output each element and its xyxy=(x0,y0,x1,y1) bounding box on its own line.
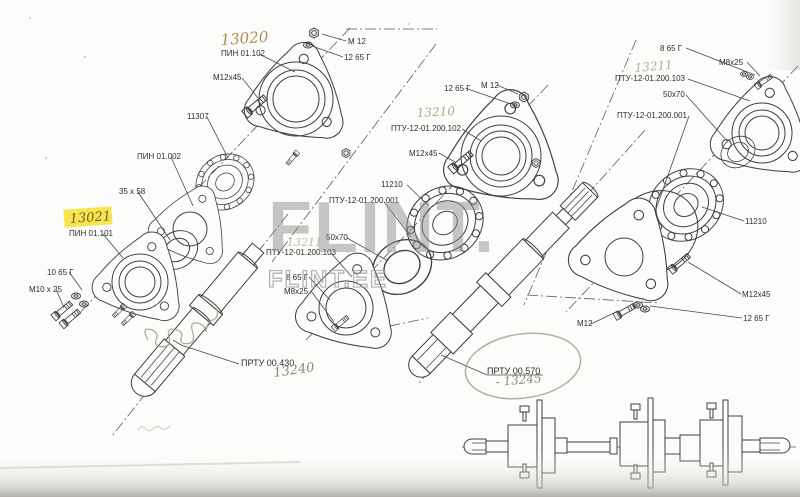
flange-pin-01-101 xyxy=(87,218,200,327)
label-m12x45-right: М12х45 xyxy=(742,290,771,299)
handwritten-13021: 13021 xyxy=(69,209,111,227)
label-12-65g-mid: 12 65 Г xyxy=(444,84,471,93)
handwritten-13211-mid: 13211 xyxy=(287,236,322,249)
label-pin-01-101: ПИН 01.101 xyxy=(69,229,114,238)
label-35x58: 35 х 58 xyxy=(119,187,146,196)
label-11307: 11307 xyxy=(187,112,209,121)
label-pin-01-102: ПИН 01.102 xyxy=(221,49,266,58)
label-prtu-00570: ПРТУ 00.570 xyxy=(487,366,540,376)
label-m12-bottomright: М12 xyxy=(577,319,593,328)
handwritten-13211-topright: 13211 xyxy=(634,58,673,75)
handwritten-13020: 13020 xyxy=(220,28,269,49)
label-ptu-001-mid: ПТУ-12-01.200.001 xyxy=(329,196,400,205)
label-m12-topleft: М 12 xyxy=(348,37,366,46)
yellow-highlight xyxy=(63,206,113,228)
label-8-65g-mid: 8 65 Г xyxy=(286,273,309,282)
label-m8x25-topright: М8х25 xyxy=(719,58,744,67)
nut-m12-side xyxy=(341,148,351,158)
label-ptu-103-mid: ПТУ-12-01.200.103 xyxy=(266,248,337,257)
handwritten-13245: - 13245 xyxy=(495,371,542,389)
watermark: FLINT. FLINT.EE xyxy=(267,188,496,294)
cursive-signature xyxy=(144,308,219,348)
label-11210-right: 11210 xyxy=(745,217,767,226)
scan-shadow-bottom xyxy=(0,452,800,497)
label-prtu-00430: ПРТУ 00.430 xyxy=(241,358,294,368)
flange-ptu-12-01-200-102 xyxy=(440,81,571,206)
nut-m12 xyxy=(309,27,319,39)
label-12-65g-topleft: 12 65 Г xyxy=(344,53,371,62)
watermark-flint-big: FLINT. xyxy=(268,188,496,268)
label-50x70-topright: 50х70 xyxy=(663,90,685,99)
label-pin-01-002: ПИН 01.002 xyxy=(137,152,182,161)
gasket-pin-01-002 xyxy=(143,171,244,270)
pencil-oval xyxy=(464,332,582,400)
label-11210-mid: 11210 xyxy=(381,180,403,189)
flange-ptu-12-01-200-103-right xyxy=(706,67,800,178)
washer-12-65g xyxy=(640,305,650,313)
label-m12x45-mid: М12х45 xyxy=(409,149,438,158)
label-ptu-102: ПТУ-12-01.200.102 xyxy=(391,124,462,133)
label-8-65g-topright: 8 65 Г xyxy=(660,44,683,53)
label-12-65g-right: 12 65 Г xyxy=(743,314,770,323)
label-50x70-mid: 50х70 xyxy=(326,233,348,242)
label-10-65g: 10 65 Г xyxy=(47,268,74,277)
label-ptu-103-topright: ПТУ-12-01.200.103 xyxy=(615,74,686,83)
faint-pencil-mark xyxy=(137,425,171,432)
flange-unit-13020 xyxy=(240,27,357,167)
label-m12-mid: М 12 xyxy=(481,81,499,90)
plate-ptu-12-01-200-001-right xyxy=(562,180,694,321)
flange-ptu-12-01-200-103-middle xyxy=(291,241,410,355)
printed-labels: ПИН 01.102 М12х45 М 12 12 65 Г 11307 ПИН… xyxy=(29,37,771,376)
fasteners-m10x25 xyxy=(50,292,89,330)
handwritten-13210: 13210 xyxy=(416,104,455,120)
label-m10x25: М10 х 25 xyxy=(29,285,62,294)
handwritten-annotations: 13021 13020 13210 13211 13211 13240 - 13… xyxy=(63,28,673,432)
bolt-small xyxy=(284,149,301,167)
shaft-prtu-00430 xyxy=(130,242,265,397)
watermark-flint-small: FLINT.EE xyxy=(268,266,388,293)
label-m12x45-topleft: М12х45 xyxy=(213,73,242,82)
label-m8x25-mid: М8х25 xyxy=(284,287,309,296)
label-ptu-001-topright: ПТУ-12-01.200.001 xyxy=(617,111,688,120)
leader-lines xyxy=(55,33,761,376)
shaft-prtu-00570 xyxy=(408,181,599,378)
handwritten-13240: 13240 xyxy=(272,360,315,381)
